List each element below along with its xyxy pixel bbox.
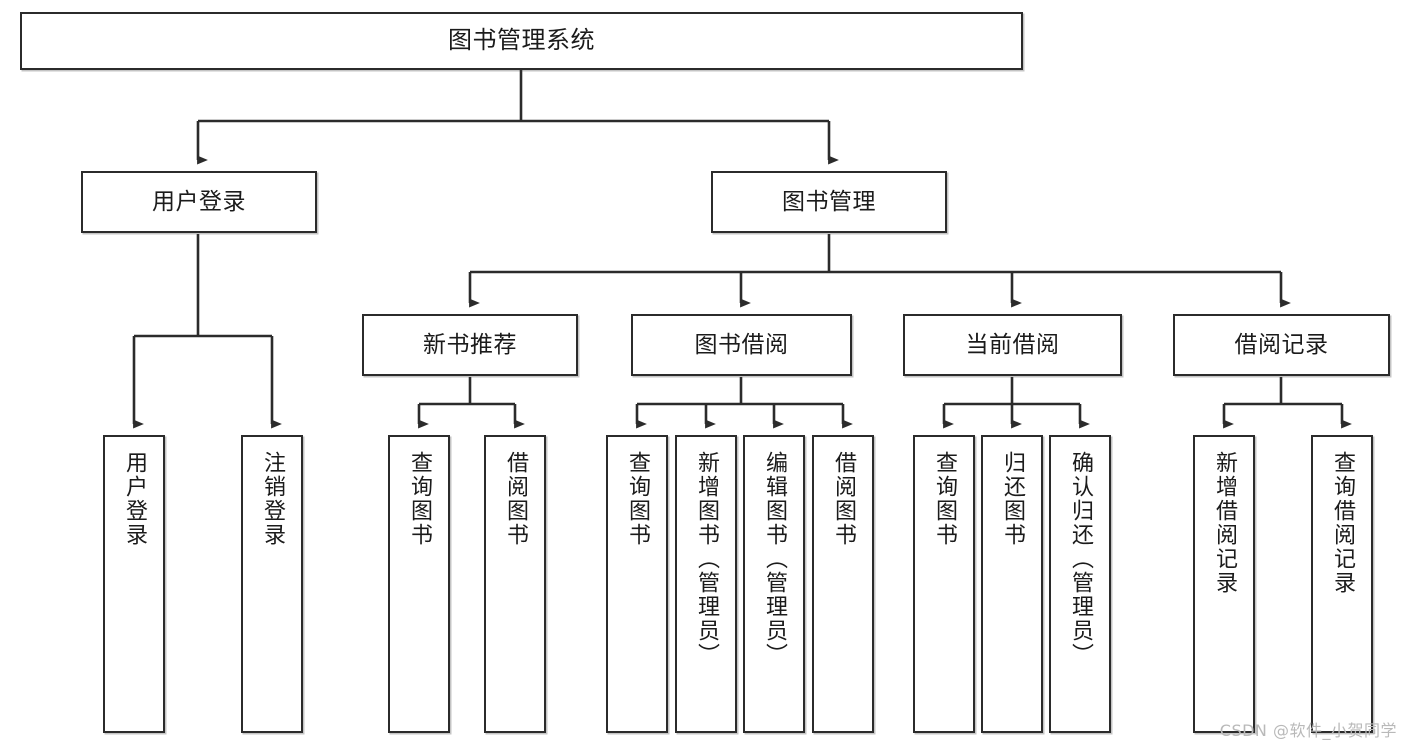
node-label: 编辑图书（管理员） (761, 451, 787, 667)
leaf-logout[interactable]: 注销登录 (241, 435, 303, 733)
node-borrow-record[interactable]: 借阅记录 (1173, 314, 1390, 376)
node-user-login[interactable]: 用户登录 (81, 171, 317, 233)
node-book-management[interactable]: 图书管理 (711, 171, 947, 233)
node-label: 新增图书（管理员） (693, 451, 719, 667)
node-label: 当前借阅 (965, 331, 1060, 358)
node-label: 确认归还（管理员） (1067, 451, 1093, 667)
leaf-edit-book-admin[interactable]: 编辑图书（管理员） (743, 435, 805, 733)
node-label: 新增借阅记录 (1211, 451, 1237, 595)
node-label: 借阅图书 (830, 451, 856, 547)
node-label: 图书管理系统 (448, 26, 595, 55)
leaf-return-book[interactable]: 归还图书 (981, 435, 1043, 733)
leaf-add-book-admin[interactable]: 新增图书（管理员） (675, 435, 737, 733)
node-label: 新书推荐 (423, 331, 517, 358)
node-current-borrow[interactable]: 当前借阅 (903, 314, 1122, 376)
leaf-query-borrow-record[interactable]: 查询借阅记录 (1311, 435, 1373, 733)
leaf-query-book-current[interactable]: 查询图书 (913, 435, 975, 733)
node-label: 用户登录 (152, 188, 246, 215)
leaf-query-book-borrow[interactable]: 查询图书 (606, 435, 668, 733)
node-label: 归还图书 (999, 451, 1025, 547)
leaf-confirm-return-admin[interactable]: 确认归还（管理员） (1049, 435, 1111, 733)
node-label: 查询图书 (406, 451, 432, 547)
node-book-borrow[interactable]: 图书借阅 (631, 314, 852, 376)
node-label: 用户登录 (121, 451, 147, 547)
node-label: 借阅图书 (502, 451, 528, 547)
leaf-add-borrow-record[interactable]: 新增借阅记录 (1193, 435, 1255, 733)
node-label: 图书借阅 (694, 331, 789, 358)
node-label: 图书管理 (782, 188, 876, 215)
watermark-text: CSDN @软件_小贺同学 (1219, 721, 1397, 740)
node-label: 查询借阅记录 (1329, 451, 1355, 595)
node-label: 注销登录 (259, 451, 285, 547)
node-root-book-management-system[interactable]: 图书管理系统 (20, 12, 1023, 70)
node-label: 借阅记录 (1234, 331, 1329, 358)
node-new-book-recommendation[interactable]: 新书推荐 (362, 314, 578, 376)
leaf-borrow-book[interactable]: 借阅图书 (812, 435, 874, 733)
node-label: 查询图书 (931, 451, 957, 547)
leaf-query-book-recommend[interactable]: 查询图书 (388, 435, 450, 733)
leaf-user-login[interactable]: 用户登录 (103, 435, 165, 733)
leaf-borrow-book-recommend[interactable]: 借阅图书 (484, 435, 546, 733)
node-label: 查询图书 (624, 451, 650, 547)
